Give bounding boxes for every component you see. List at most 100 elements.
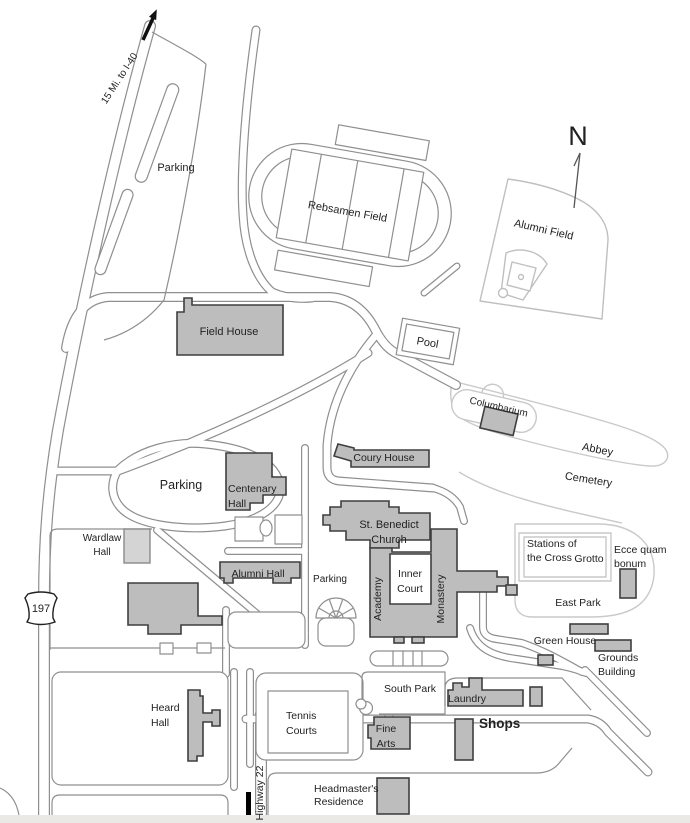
field-lines — [305, 154, 405, 258]
abbey-label: Abbey — [581, 441, 614, 459]
wardlaw-block-outline — [49, 528, 152, 650]
fuhrmann-tab — [196, 642, 212, 654]
structures-layer — [94, 83, 612, 754]
road-stadium-west-road — [238, 26, 316, 302]
building-laundry-annex — [529, 686, 543, 707]
laundry-label: Laundry — [448, 693, 487, 705]
road-highway-197 — [39, 21, 155, 823]
centenary-court-rect — [234, 516, 264, 542]
building-fuhrmann-hall — [127, 582, 223, 635]
parking-northwest-label: Parking — [157, 162, 194, 174]
building-fine-arts — [367, 716, 411, 750]
east-park-label: East Park — [555, 597, 601, 609]
building-laundry — [447, 677, 524, 707]
compass-n-label: N — [568, 121, 588, 151]
green-house-label: Green House — [534, 635, 597, 647]
bottom-bar — [0, 815, 690, 823]
grotto-label: Grotto — [574, 553, 603, 565]
markers-layer — [0, 9, 690, 823]
bleachers-north — [334, 124, 430, 162]
road-monastery-south-road — [480, 589, 585, 675]
field-house-label: Field House — [200, 326, 259, 338]
building-wing-tab — [411, 636, 425, 644]
road-stadium-stub-road — [421, 263, 460, 296]
buildings-layer — [123, 297, 637, 815]
tennis-circle — [355, 698, 367, 710]
road-end-tick — [246, 792, 251, 818]
roads-layer — [38, 20, 653, 823]
building-headmasters-residence — [376, 777, 410, 815]
cemetery-label: Cemetery — [564, 470, 613, 489]
parking-center-label: Parking — [313, 574, 347, 585]
building-field-house — [176, 297, 284, 356]
pitcher-mound — [517, 273, 525, 281]
building-utility-small — [537, 654, 554, 666]
building-columbarium — [479, 405, 519, 437]
cemetery-eastpark-link — [458, 471, 623, 524]
building-shops — [454, 718, 474, 761]
parking-strip — [134, 83, 180, 183]
pool-label: Pool — [416, 335, 440, 351]
building-wardlaw-hall — [123, 528, 151, 564]
building-coury-house — [332, 443, 430, 468]
road-coury-church-road — [323, 331, 437, 492]
south-block-outline — [51, 794, 229, 823]
building-green-house — [569, 623, 609, 635]
south-park-outline — [361, 671, 446, 715]
tennis-courts-rect — [267, 690, 349, 754]
home-plate-circle — [497, 287, 509, 299]
south-park-label: South Park — [384, 683, 437, 695]
monastery-label: Monastery — [435, 574, 447, 624]
parking-west-label: Parking — [160, 478, 202, 492]
laundry-enclosure — [444, 677, 592, 711]
rebsamen-stadium — [248, 124, 452, 288]
centenary-court-rect — [274, 514, 303, 545]
pool-structure — [395, 317, 461, 366]
route-197-shield-shape — [24, 591, 58, 626]
building-academy-monastery-wings — [369, 528, 509, 638]
road-church-east-road — [430, 485, 467, 524]
road-oval-loop-road — [109, 440, 284, 532]
parking-nw-right-edge — [103, 63, 207, 341]
headmaster-block-outline — [267, 747, 573, 823]
shops-label: Shops — [479, 716, 520, 731]
coury-house-label: Coury House — [353, 452, 414, 464]
building-centenary-hall — [225, 452, 287, 511]
building-alumni-hall — [219, 561, 301, 584]
fuhrmann-tab — [159, 642, 174, 655]
highway-22-label: Highway 22 — [254, 765, 266, 820]
building-wing-tab — [393, 636, 405, 644]
parking-strip — [94, 188, 134, 276]
building-ecce-quam-bonum — [619, 568, 637, 599]
road-parking-access-road — [52, 349, 372, 475]
road-south-main-road — [242, 715, 652, 776]
alumni-quad-block — [227, 611, 306, 649]
building-st-benedict-church — [322, 500, 431, 549]
i40-arrow-head — [149, 9, 157, 21]
building-grounds — [594, 639, 632, 652]
academy-label: Academy — [372, 576, 384, 621]
walkway-oblong — [369, 650, 449, 667]
heard-block — [51, 671, 229, 786]
alumni-field-outline — [479, 178, 609, 320]
alumni-hall-label: Alumni Hall — [231, 568, 284, 580]
compass-arrow-barb — [573, 152, 581, 167]
parking-nw-top-edge — [151, 31, 207, 65]
centenary-court-oval — [259, 519, 273, 537]
route-197-shield-label: 197 — [32, 603, 50, 615]
compass-arrow-shaft — [573, 152, 581, 209]
road-parking-access-road-casing — [51, 348, 373, 476]
